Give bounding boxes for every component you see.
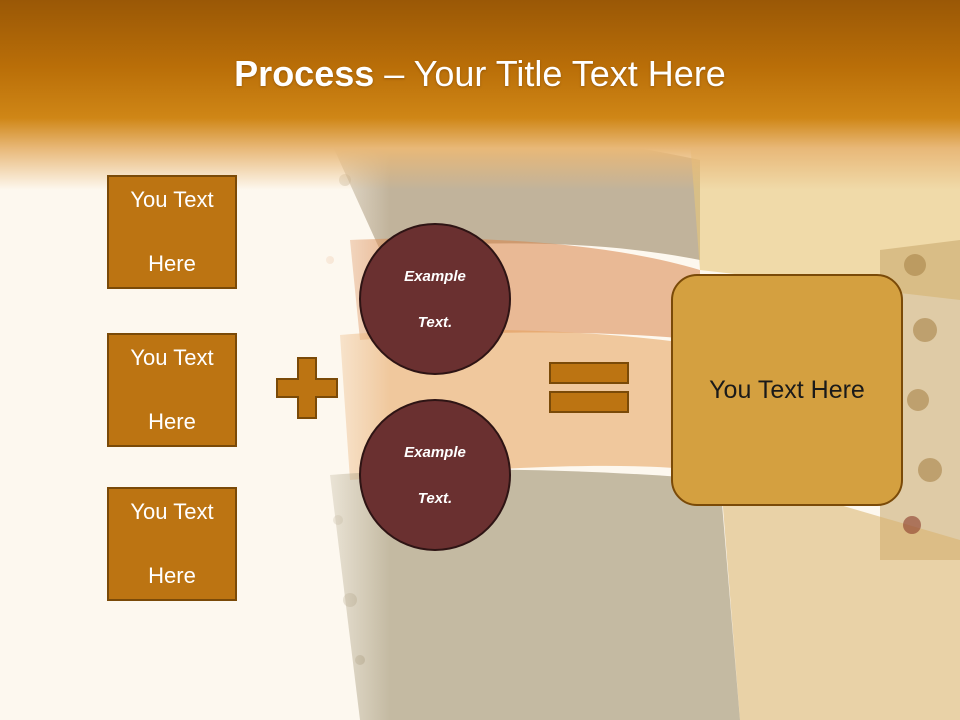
slide-title: Process – Your Title Text Here <box>0 52 960 96</box>
equals-bar-bottom <box>549 391 629 413</box>
title-bold: Process <box>234 53 375 94</box>
text-box-line: Here <box>148 409 196 434</box>
equals-bar-top <box>549 362 629 384</box>
circle-line: Text. <box>417 489 453 507</box>
text-box-line: You Text <box>130 187 214 212</box>
result-text: You Text Here <box>709 375 865 404</box>
plus-icon <box>276 357 338 419</box>
circle-line: Example <box>404 443 466 461</box>
circle-line: Text. <box>417 313 453 331</box>
text-box-line: Here <box>148 251 196 276</box>
title-band <box>0 0 960 190</box>
circle-line: Example <box>404 267 466 285</box>
text-box-line: Here <box>148 563 196 588</box>
result-box[interactable]: You Text Here <box>671 274 903 506</box>
title-rest: – Your Title Text Here <box>374 53 726 94</box>
text-box-line: You Text <box>130 345 214 370</box>
text-box-line: You Text <box>130 499 214 524</box>
